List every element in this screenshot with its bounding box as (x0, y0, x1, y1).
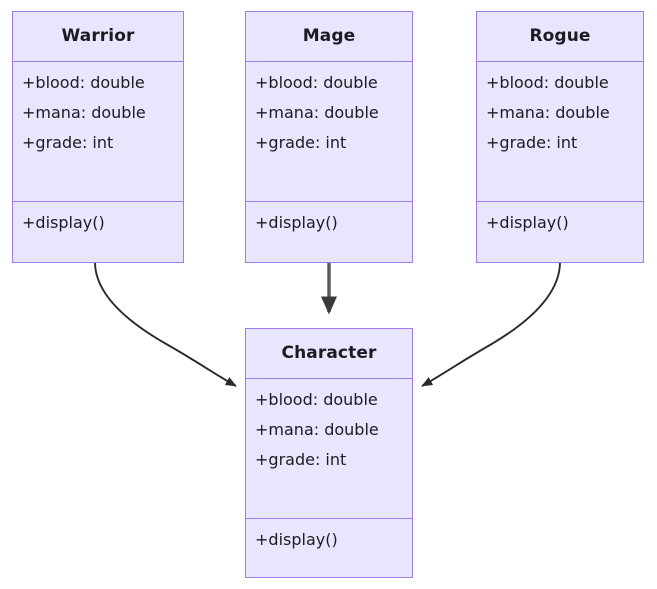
class-node-warrior[interactable]: Warrior +blood: double +mana: double +gr… (12, 11, 184, 263)
class-methods-section: +display() (477, 202, 643, 242)
class-node-rogue[interactable]: Rogue +blood: double +mana: double +grad… (476, 11, 644, 263)
attribute-row: +mana: double (255, 103, 379, 122)
class-methods-section: +display() (246, 519, 412, 559)
class-attributes-section: +blood: double +mana: double +grade: int (246, 62, 412, 202)
attribute-row: +mana: double (255, 420, 379, 439)
method-row: +display() (486, 213, 569, 232)
class-name-label: Rogue (529, 26, 591, 46)
edge-warrior-to-character (94, 261, 237, 387)
edge-rogue-to-character (421, 261, 561, 387)
attribute-row: +grade: int (486, 133, 578, 152)
attribute-row: +grade: int (255, 450, 347, 469)
class-name-label: Mage (302, 26, 356, 46)
class-name-label: Character (281, 343, 377, 363)
method-row: +display() (22, 213, 105, 232)
class-title-band: Character (246, 329, 412, 379)
attribute-row: +grade: int (255, 133, 347, 152)
attribute-row: +blood: double (255, 73, 378, 92)
attribute-row: +grade: int (22, 133, 114, 152)
class-methods-section: +display() (246, 202, 412, 242)
class-methods-section: +display() (13, 202, 183, 242)
class-attributes-section: +blood: double +mana: double +grade: int (13, 62, 183, 202)
method-row: +display() (255, 213, 338, 232)
class-node-mage[interactable]: Mage +blood: double +mana: double +grade… (245, 11, 413, 263)
class-node-character[interactable]: Character +blood: double +mana: double +… (245, 328, 413, 578)
attribute-row: +blood: double (255, 390, 378, 409)
attribute-row: +mana: double (22, 103, 146, 122)
attribute-row: +mana: double (486, 103, 610, 122)
class-title-band: Rogue (477, 12, 643, 62)
attribute-row: +blood: double (486, 73, 609, 92)
class-attributes-section: +blood: double +mana: double +grade: int (477, 62, 643, 202)
class-title-band: Mage (246, 12, 412, 62)
method-row: +display() (255, 530, 338, 549)
class-attributes-section: +blood: double +mana: double +grade: int (246, 379, 412, 519)
class-name-label: Warrior (61, 26, 135, 46)
attribute-row: +blood: double (22, 73, 145, 92)
class-title-band: Warrior (13, 12, 183, 62)
